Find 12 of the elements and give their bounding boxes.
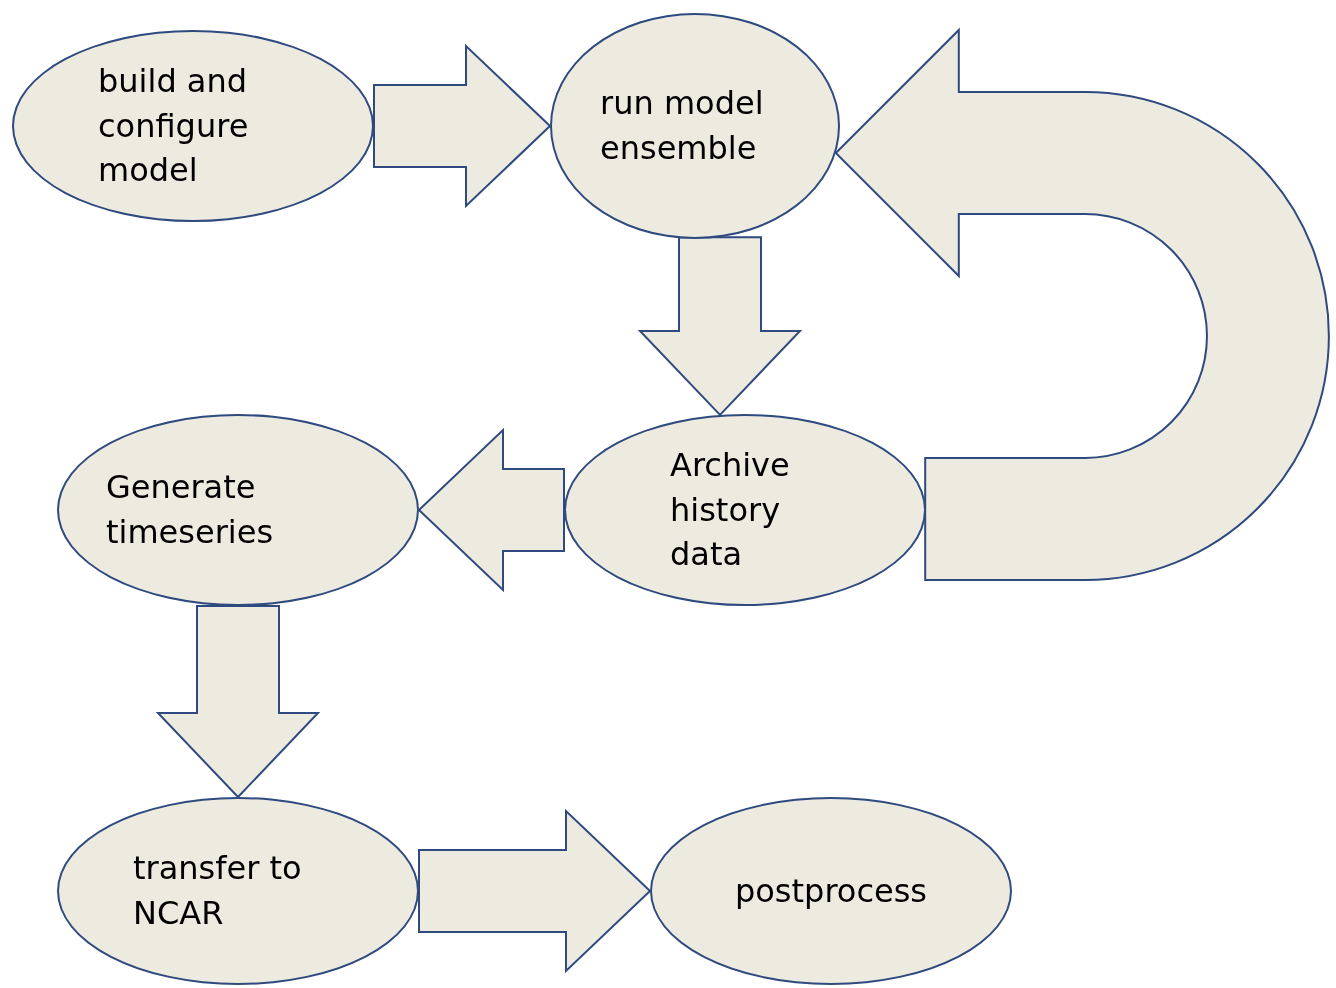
node-label: Archive history data xyxy=(670,444,791,576)
block-arrow xyxy=(417,427,565,593)
node-label: transfer to NCAR xyxy=(133,848,303,934)
block-arrow xyxy=(155,605,321,799)
node-label: Generate timeseries xyxy=(106,467,275,553)
node-label: run model ensemble xyxy=(600,83,765,169)
block-arrow xyxy=(637,236,803,417)
node-label: postprocess xyxy=(733,870,929,912)
node-label: build and configure model xyxy=(98,60,250,192)
block-arrow xyxy=(373,43,552,209)
block-arrow xyxy=(834,29,1330,581)
block-arrow xyxy=(418,808,652,974)
